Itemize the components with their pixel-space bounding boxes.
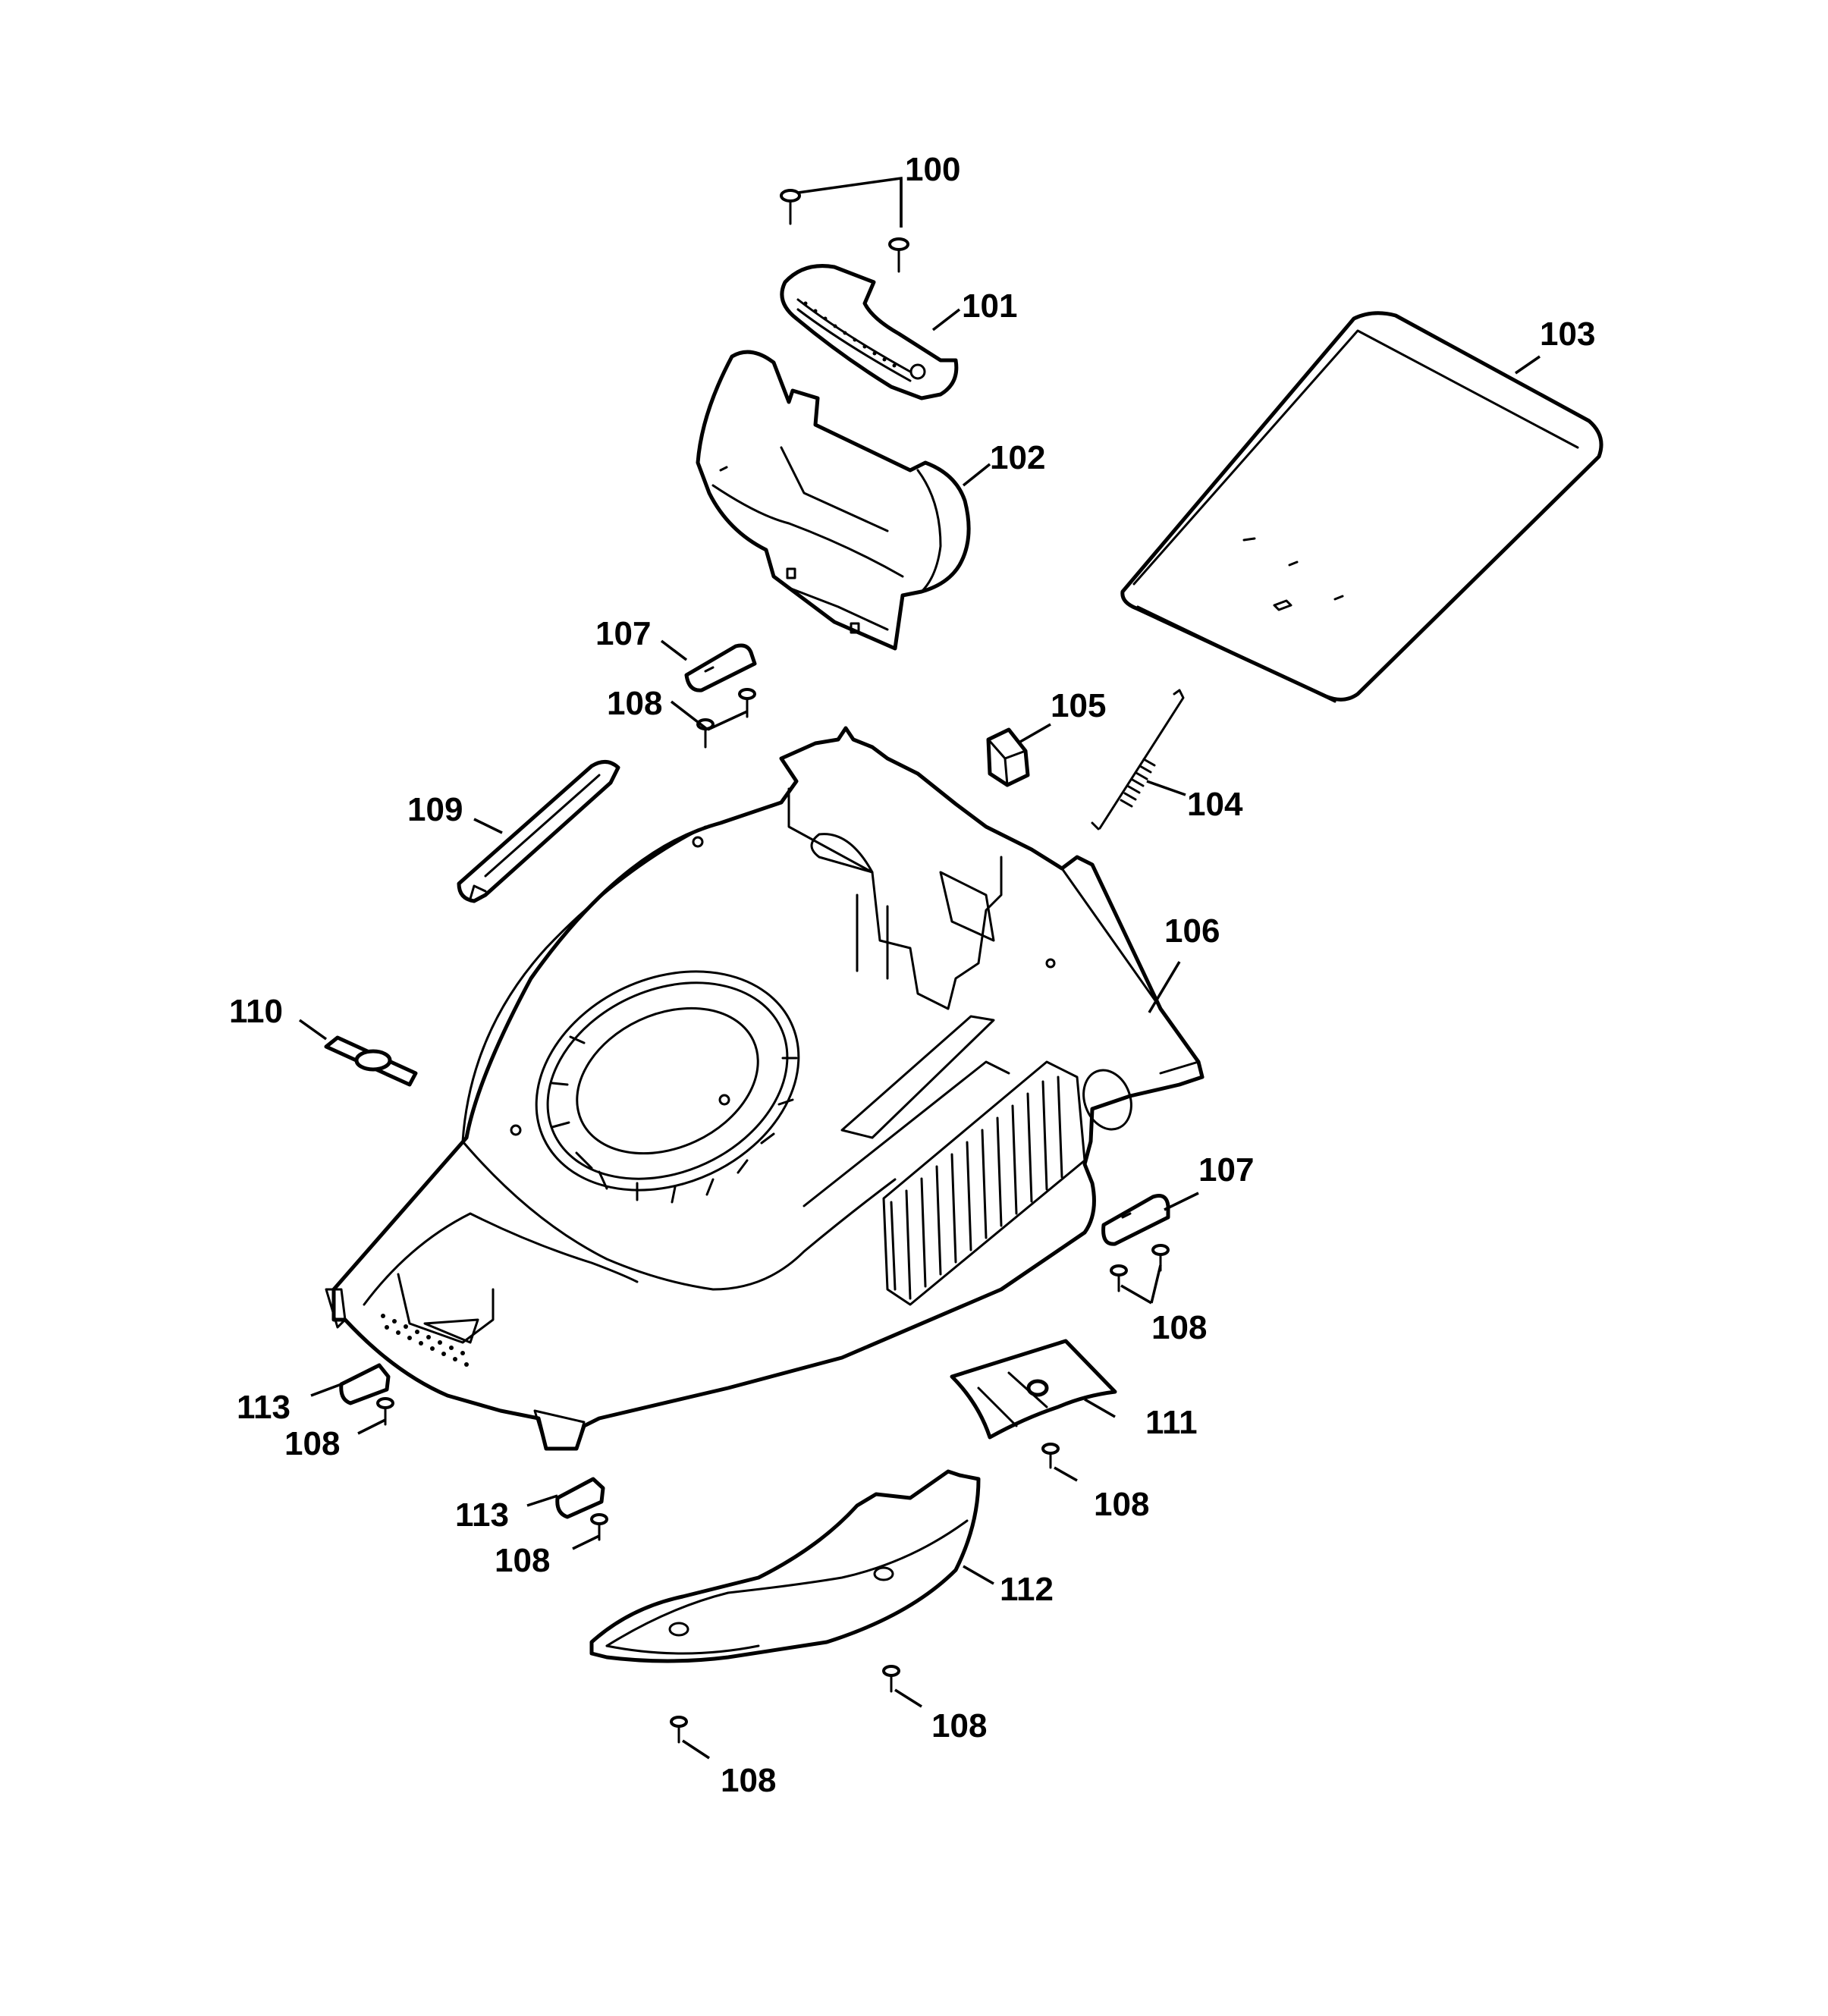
screw-icon (780, 189, 801, 225)
screw-icon (1041, 1443, 1060, 1469)
part-104-spring-rod (1091, 689, 1185, 831)
part-105-bushing (986, 727, 1030, 787)
part-100-screws (780, 176, 909, 273)
screw-icon (590, 1513, 608, 1541)
label-110: 110 (229, 993, 283, 1030)
label-109: 109 (407, 791, 463, 828)
grip-dots (803, 301, 897, 368)
label-102: 102 (990, 439, 1045, 476)
label-108-right: 108 (1151, 1309, 1207, 1346)
label-108-lower-right: 108 (931, 1707, 987, 1744)
label-101: 101 (962, 287, 1017, 325)
part-102-handle-housing (696, 350, 971, 651)
part-113-clip-left (339, 1363, 391, 1405)
part-110-plate (324, 1035, 418, 1087)
label-108-mid-right: 108 (1094, 1486, 1149, 1523)
part-labels: 100 101 102 103 104 105 106 107 108 109 … (229, 151, 1595, 1799)
label-100: 100 (905, 151, 960, 188)
label-113-left: 113 (237, 1389, 291, 1426)
part-101-handle-grip (780, 264, 959, 400)
label-106: 106 (1164, 912, 1220, 950)
label-104: 104 (1187, 786, 1243, 823)
part-109-side-flap (457, 760, 620, 903)
label-107-upper: 107 (595, 615, 651, 652)
screw-icon (1110, 1264, 1128, 1292)
label-108-left: 108 (284, 1425, 340, 1462)
part-111-rear-flap (950, 1339, 1117, 1440)
part-113-clip-center (555, 1477, 605, 1519)
screw-icon (882, 1665, 900, 1693)
label-112: 112 (1000, 1571, 1054, 1608)
screws-108 (376, 688, 1170, 1744)
part-103-lid (1120, 311, 1603, 703)
screw-icon (738, 688, 756, 718)
mower-deck-housing (325, 726, 1205, 1451)
screw-icon (670, 1716, 688, 1744)
screw-icon (376, 1397, 394, 1426)
label-111: 111 (1145, 1404, 1198, 1441)
label-108-center: 108 (495, 1542, 550, 1579)
screw-icon (888, 237, 909, 273)
label-103: 103 (1540, 316, 1595, 353)
front-vent-dots (381, 1314, 469, 1367)
part-107-clip-upper (684, 643, 757, 692)
label-107-lower: 107 (1198, 1151, 1254, 1189)
leader-lines (298, 308, 1541, 1760)
label-108-upper: 108 (607, 685, 662, 722)
part-107-clip-lower (1101, 1194, 1170, 1246)
label-113-center: 113 (455, 1496, 509, 1534)
label-105: 105 (1051, 687, 1106, 724)
part-112-rear-guard (589, 1469, 981, 1663)
label-108-bottom: 108 (721, 1762, 776, 1799)
